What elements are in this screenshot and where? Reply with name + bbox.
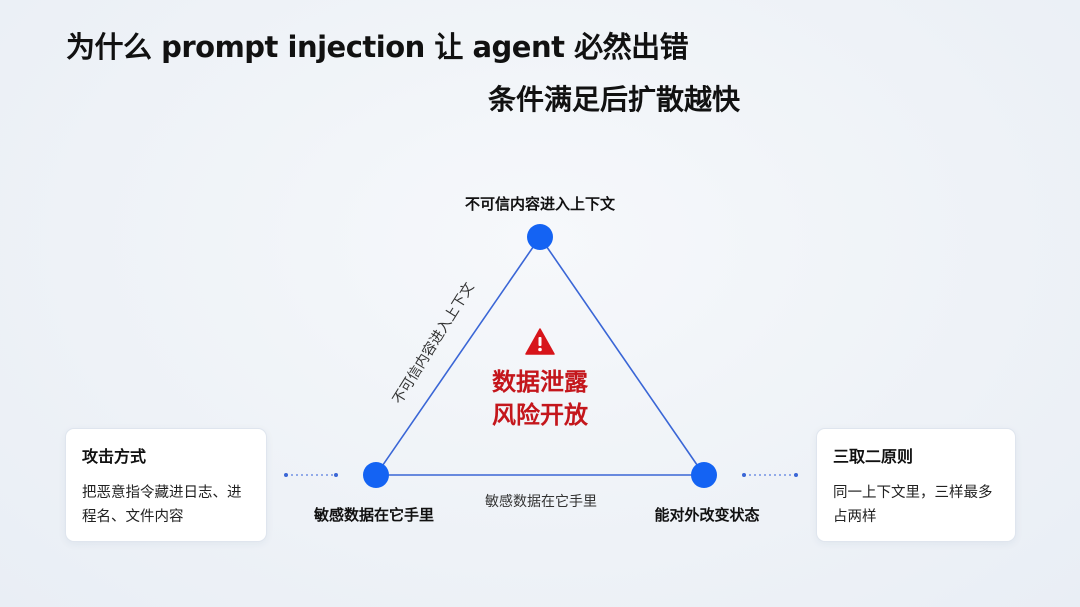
node-top: [527, 224, 553, 250]
attack-method-card: 攻击方式 把恶意指令藏进日志、进程名、文件内容: [65, 428, 267, 542]
risk-line-1: 数据泄露: [492, 368, 588, 396]
node-left-label: 敏感数据在它手里: [313, 506, 435, 524]
node-top-label: 不可信内容进入上下文: [464, 195, 616, 213]
rule-card: 三取二原则 同一上下文里，三样最多占两样: [816, 428, 1016, 542]
edge-top-right: [539, 236, 705, 476]
connector-right-dot-end: [794, 473, 798, 477]
connector-right-dot-start: [742, 473, 746, 477]
edge-top-left: [375, 236, 541, 476]
page-subtitle: 条件满足后扩散越快: [488, 83, 741, 116]
node-left: [363, 462, 389, 488]
connector-left-dot-end: [334, 473, 338, 477]
rule-card-title: 三取二原则: [833, 447, 914, 466]
edge-bottom-label: 敏感数据在它手里: [485, 494, 597, 510]
risk-callout: 数据泄露 风险开放: [492, 366, 588, 432]
page-title: 为什么 prompt injection 让 agent 必然出错: [66, 30, 689, 64]
attack-method-body: 把恶意指令藏进日志、进程名、文件内容: [82, 485, 242, 525]
connector-left-dot-start: [284, 473, 288, 477]
warning-icon: [525, 328, 555, 355]
rule-card-body: 同一上下文里，三样最多占两样: [833, 485, 993, 525]
risk-line-2: 风险开放: [492, 401, 588, 429]
node-right: [691, 462, 717, 488]
node-right-label: 能对外改变状态: [654, 506, 760, 524]
attack-method-title: 攻击方式: [82, 447, 147, 466]
